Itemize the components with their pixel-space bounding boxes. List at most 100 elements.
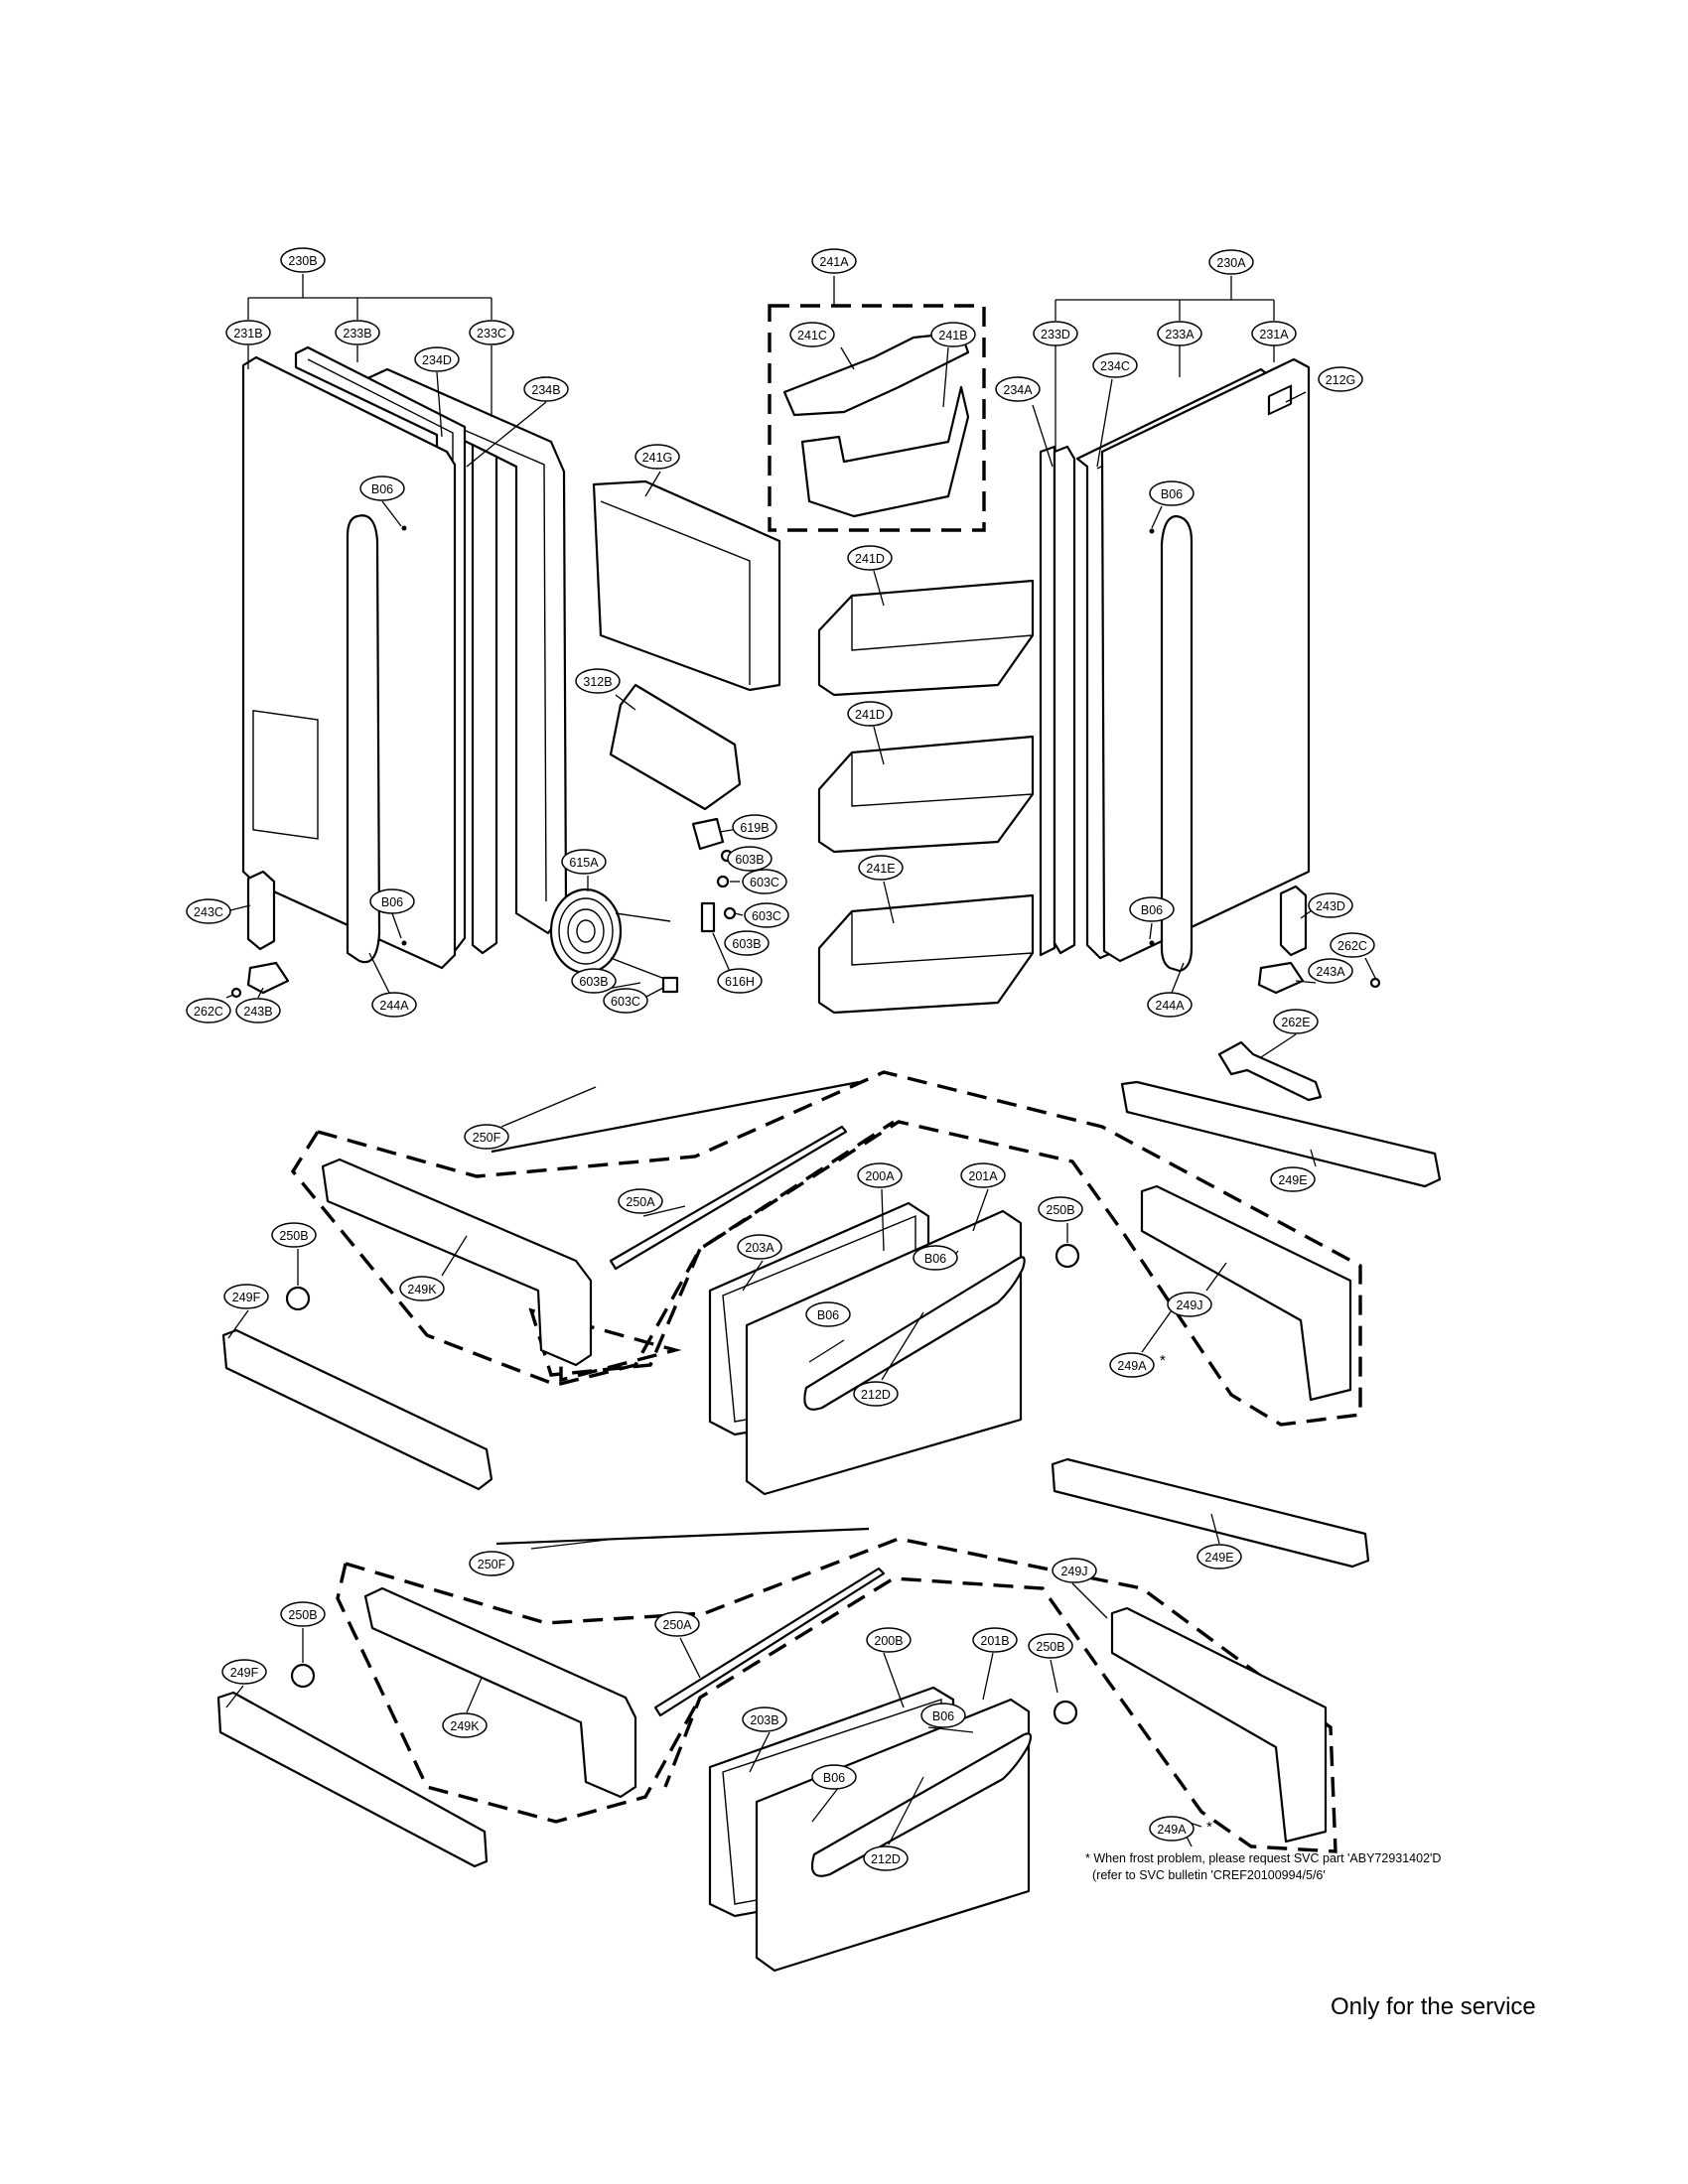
- callout-text: 249A: [1157, 1823, 1187, 1837]
- callout-241b: 241B: [930, 322, 976, 347]
- right-door-handle: [1160, 514, 1194, 973]
- callout-text: 603B: [732, 937, 761, 951]
- callout-bubble: [359, 476, 405, 501]
- callout-bubble: [1149, 480, 1195, 506]
- callout-text: 233C: [477, 327, 506, 341]
- callout-615a: 615A: [561, 849, 607, 875]
- door-bin-2: [817, 735, 1035, 854]
- callout-231a: 231A: [1251, 321, 1297, 346]
- callout-bubble: [335, 320, 380, 345]
- callout-619b: 619B: [732, 814, 777, 840]
- lower-right-rail: [1051, 1457, 1370, 1569]
- fitting-c: [723, 906, 737, 920]
- upper-left-rail: [221, 1328, 493, 1491]
- frost-note-line2: (refer to SVC bulletin 'CREF20100994/5/6…: [1092, 1868, 1326, 1882]
- callout-text: B06: [823, 1771, 845, 1785]
- callout-bubble: [789, 322, 835, 347]
- callout-text: 231B: [233, 327, 262, 341]
- right-lower-hinge: [1257, 961, 1305, 995]
- callout-200b: 200B: [866, 1627, 912, 1653]
- callout-text: 230A: [1216, 256, 1246, 270]
- tube-connector: [700, 901, 716, 933]
- callout-bubble: [399, 1276, 445, 1301]
- callout-text: 312B: [583, 675, 612, 689]
- door-bin-1: [817, 579, 1035, 697]
- callout-text: 619B: [740, 821, 769, 835]
- callout-bubble: [654, 1611, 700, 1637]
- callout-201b: 201B: [972, 1627, 1018, 1653]
- callout-text: 234B: [531, 383, 560, 397]
- callout-bubble: [1157, 321, 1202, 346]
- callout-249f: 249F: [221, 1659, 267, 1685]
- callout-text: 243A: [1316, 965, 1345, 979]
- callout-bubble: [186, 998, 231, 1024]
- callout-text: 203B: [750, 1713, 778, 1727]
- callout-603c: 603C: [603, 988, 648, 1014]
- right-door-hinge-strip: [1053, 445, 1076, 955]
- callout-233d: 233D: [1033, 321, 1078, 346]
- callout-b06: B06: [359, 476, 405, 501]
- callout-text: 201B: [980, 1634, 1009, 1648]
- callout-b06: B06: [913, 1245, 958, 1271]
- callout-text: 249F: [230, 1666, 259, 1680]
- callout-201a: 201A: [960, 1162, 1006, 1188]
- callout-250a: 250A: [654, 1611, 700, 1637]
- lower-left-rail: [216, 1691, 489, 1868]
- callout-bubble: [847, 545, 893, 571]
- callout-text: 241E: [866, 862, 895, 876]
- callout-250f: 250F: [469, 1551, 514, 1576]
- asterisk-lower: *: [1206, 1819, 1212, 1836]
- callout-243d: 243D: [1308, 892, 1353, 918]
- callout-bubble: [727, 846, 773, 872]
- callout-text: 203A: [745, 1241, 774, 1255]
- callout-203b: 203B: [742, 1706, 787, 1732]
- upper-right-bracket: [1140, 1184, 1352, 1402]
- callout-bubble: [1149, 1816, 1195, 1842]
- callout-text: 241G: [642, 451, 673, 465]
- callout-bubble: [805, 1301, 851, 1327]
- callout-text: 249E: [1278, 1173, 1307, 1187]
- callout-bubble: [960, 1162, 1006, 1188]
- callout-bubble: [469, 1551, 514, 1576]
- callout-bubble: [414, 346, 460, 372]
- callout-233c: 233C: [469, 320, 514, 345]
- callout-text: 249J: [1176, 1298, 1202, 1312]
- lower-left-bracket: [363, 1586, 637, 1799]
- callout-262c: 262C: [186, 998, 231, 1024]
- callout-233b: 233B: [335, 320, 380, 345]
- dispenser-cover: [592, 479, 781, 692]
- callout-bubble: [853, 1381, 899, 1407]
- callout-bubble: [866, 1627, 912, 1653]
- callout-bubble: [1330, 932, 1375, 958]
- callout-249e: 249E: [1196, 1544, 1242, 1570]
- callout-250b: 250B: [1038, 1196, 1083, 1222]
- callout-250a: 250A: [618, 1188, 663, 1214]
- callout-bubble: [523, 376, 569, 402]
- callout-text: 200A: [865, 1169, 895, 1183]
- callout-212d: 212D: [853, 1381, 899, 1407]
- callout-241d: 241D: [847, 545, 893, 571]
- callout-text: 603C: [611, 995, 640, 1009]
- left-door-assembly: [230, 345, 568, 999]
- callout-text: B06: [371, 482, 393, 496]
- callout-text: 243C: [194, 905, 223, 919]
- callout-bubble: [634, 444, 680, 470]
- callout-text: B06: [924, 1252, 946, 1266]
- callout-241e: 241E: [858, 855, 904, 881]
- left-lower-hinge: [246, 961, 290, 995]
- callout-bubble: [1038, 1196, 1083, 1222]
- callout-b06: B06: [805, 1301, 851, 1327]
- frost-note-line1: * When frost problem, please request SVC…: [1085, 1851, 1441, 1865]
- asterisk-upper: *: [1160, 1352, 1166, 1369]
- callout-text: 234A: [1003, 383, 1033, 397]
- callout-bubble: [1273, 1009, 1319, 1034]
- callout-bubble: [1028, 1633, 1073, 1659]
- callout-603b: 603B: [724, 930, 770, 956]
- callout-text: 233B: [343, 327, 371, 341]
- callout-bubble: [913, 1245, 958, 1271]
- door-bin-3: [817, 893, 1035, 1015]
- callout-233a: 233A: [1157, 321, 1202, 346]
- callout-text: 262C: [194, 1005, 223, 1019]
- callout-bubble: [1270, 1166, 1316, 1192]
